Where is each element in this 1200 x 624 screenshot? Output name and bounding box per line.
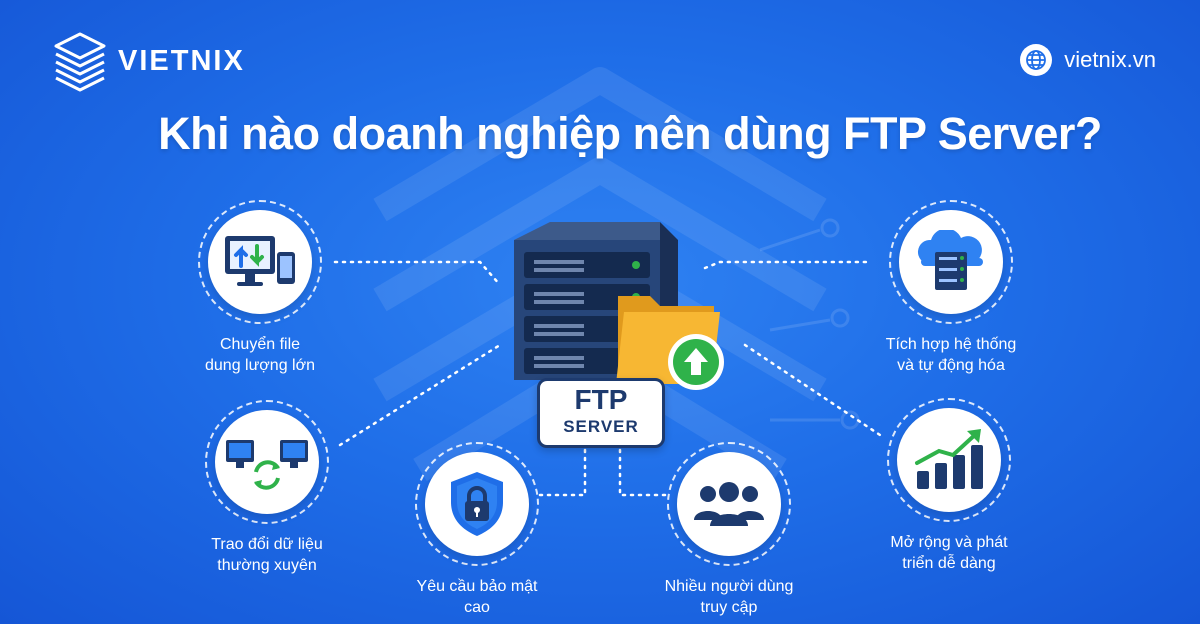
ftp-server-badge: FTP SERVER <box>537 378 665 448</box>
badge-line-ftp: FTP <box>574 384 628 415</box>
brand-logo[interactable]: VIETNIX <box>52 30 245 92</box>
feature-label-line: truy cập <box>700 599 758 616</box>
feature-label-line: Tích hợp hệ thống <box>885 336 1017 353</box>
website-url: vietnix.vn <box>1064 47 1156 72</box>
feature-label-line: Chuyển file <box>219 336 301 353</box>
feature-ring <box>889 200 1013 324</box>
stacked-layers-icon <box>54 32 106 92</box>
feature-large-file-transfer: Chuyển file dung lượng lớn <box>155 200 365 376</box>
feature-frequent-data-exchange: Trao đổi dữ liệu thường xuyên <box>162 400 372 576</box>
feature-many-users: Nhiều người dùng truy cập <box>624 442 834 618</box>
feature-label-line: Trao đổi dữ liệu <box>211 536 323 553</box>
feature-ring <box>667 442 791 566</box>
feature-label: Mở rộng và phát triển dễ dàng <box>844 532 1054 574</box>
feature-disc <box>677 452 781 556</box>
feature-ring <box>198 200 322 324</box>
feature-label-line: cao <box>464 599 490 616</box>
feature-high-security: Yêu cầu bảo mật cao <box>372 442 582 618</box>
globe-icon <box>1020 44 1053 76</box>
feature-label: Trao đổi dữ liệu thường xuyên <box>162 534 372 576</box>
badge-line-server: SERVER <box>563 417 639 436</box>
feature-disc <box>899 210 1003 314</box>
sync-computers-icon <box>226 440 308 490</box>
shield-lock-icon <box>451 472 503 536</box>
brand-name: VIETNIX <box>118 44 245 77</box>
feature-system-integration: Tích hợp hệ thống và tự động hóa <box>846 200 1056 376</box>
growth-chart-icon <box>915 429 983 489</box>
feature-label: Tích hợp hệ thống và tự động hóa <box>846 334 1056 376</box>
feature-disc <box>208 210 312 314</box>
ftp-server-illustration <box>514 222 724 390</box>
cloud-server-icon <box>918 230 983 290</box>
feature-label-line: và tự động hóa <box>897 357 1005 374</box>
website-link[interactable]: vietnix.vn <box>1020 44 1156 76</box>
feature-label-line: dung lượng lớn <box>205 357 315 374</box>
feature-ring <box>205 400 329 524</box>
feature-ring <box>415 442 539 566</box>
feature-label-line: Yêu cầu bảo mật <box>416 578 538 595</box>
upload-arrow-icon <box>668 334 724 390</box>
feature-label: Nhiều người dùng truy cập <box>624 576 834 618</box>
feature-disc <box>215 410 319 514</box>
feature-disc <box>425 452 529 556</box>
monitor-transfer-icon <box>225 236 295 286</box>
feature-label: Chuyển file dung lượng lớn <box>155 334 365 376</box>
feature-ring <box>887 398 1011 522</box>
feature-label-line: Nhiều người dùng <box>664 578 794 595</box>
feature-label-line: triển dễ dàng <box>902 555 996 572</box>
feature-label-line: thường xuyên <box>217 557 317 574</box>
users-group-icon <box>694 482 764 526</box>
feature-label: Yêu cầu bảo mật cao <box>372 576 582 618</box>
page-title: Khi nào doanh nghiệp nên dùng FTP Server… <box>158 108 1102 159</box>
feature-disc <box>897 408 1001 512</box>
feature-easy-scaling: Mở rộng và phát triển dễ dàng <box>844 398 1054 574</box>
feature-label-line: Mở rộng và phát <box>890 534 1008 551</box>
